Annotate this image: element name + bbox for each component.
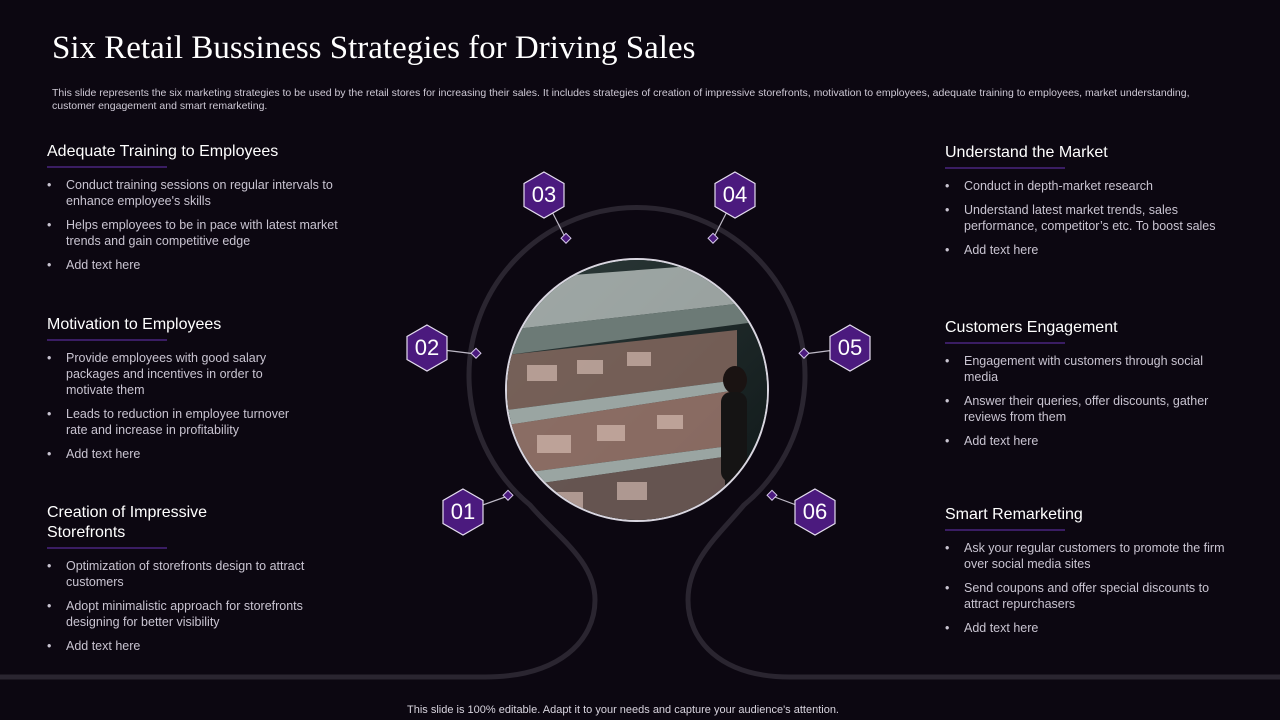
- connector-dot-04: [707, 232, 719, 244]
- hexagon-icon: [794, 488, 836, 536]
- section-smart-remarketing: Smart Remarketing Ask your regular custo…: [945, 505, 1235, 644]
- step-badge-03: 03: [520, 171, 568, 219]
- slide-subtitle: This slide represents the six marketing …: [52, 87, 1190, 112]
- footer-note: This slide is 100% editable. Adapt it to…: [407, 704, 839, 716]
- section-heading: Understand the Market: [945, 144, 1108, 161]
- list-item: Leads to reduction in employee turnover …: [47, 406, 312, 438]
- section-heading: Customers Engagement: [945, 319, 1118, 336]
- bullet-list: Ask your regular customers to promote th…: [945, 540, 1235, 636]
- hexagon-icon: [829, 324, 871, 372]
- step-number: 03: [531, 182, 557, 207]
- bullet-list: Engagement with customers through social…: [945, 353, 1210, 449]
- section-heading: Smart Remarketing: [945, 506, 1083, 523]
- connector-dot-01: [502, 489, 514, 501]
- step-number: 01: [450, 499, 476, 524]
- step-badge-01: 01: [439, 488, 487, 536]
- list-item: Send coupons and offer special discounts…: [945, 580, 1235, 612]
- section-understand-market: Understand the Market Conduct in depth-m…: [945, 143, 1245, 266]
- bullet-list: Provide employees with good salary packa…: [47, 350, 312, 462]
- connector-dot-02: [470, 347, 482, 359]
- section-adequate-training: Adequate Training to Employees Conduct t…: [47, 142, 347, 281]
- list-item: Adopt minimalistic approach for storefro…: [47, 598, 337, 630]
- section-customers-engagement: Customers Engagement Engagement with cus…: [945, 318, 1210, 457]
- step-badge-06: 06: [791, 488, 839, 536]
- supermarket-image: [507, 260, 767, 520]
- connector-dot-03: [560, 232, 572, 244]
- list-item: Add text here: [47, 638, 337, 654]
- section-motivation: Motivation to Employees Provide employee…: [47, 315, 312, 470]
- list-item: Understand latest market trends, sales p…: [945, 202, 1245, 234]
- list-item: Ask your regular customers to promote th…: [945, 540, 1235, 572]
- step-number: 05: [837, 335, 863, 360]
- heading-underline: [47, 339, 167, 341]
- step-badge-02: 02: [403, 324, 451, 372]
- list-item: Add text here: [945, 620, 1235, 636]
- list-item: Add text here: [945, 433, 1210, 449]
- hexagon-icon: [442, 488, 484, 536]
- list-item: Engagement with customers through social…: [945, 353, 1210, 385]
- section-heading: Motivation to Employees: [47, 316, 222, 333]
- list-item: Answer their queries, offer discounts, g…: [945, 393, 1210, 425]
- step-badge-04: 04: [711, 171, 759, 219]
- list-item: Add text here: [47, 446, 312, 462]
- bullet-list: Conduct training sessions on regular int…: [47, 177, 347, 273]
- hexagon-icon: [714, 171, 756, 219]
- ring-path: [0, 205, 1280, 680]
- hexagon-icon: [406, 324, 448, 372]
- list-item: Helps employees to be in pace with lates…: [47, 217, 347, 249]
- bullet-list: Optimization of storefronts design to at…: [47, 558, 337, 654]
- list-item: Optimization of storefronts design to at…: [47, 558, 337, 590]
- hexagon-icon: [523, 171, 565, 219]
- list-item: Add text here: [945, 242, 1245, 258]
- heading-underline: [945, 342, 1065, 344]
- connector-dot-05: [798, 347, 810, 359]
- list-item: Conduct training sessions on regular int…: [47, 177, 347, 209]
- connector-dot-06: [766, 489, 778, 501]
- heading-underline: [47, 547, 167, 549]
- slide-title: Six Retail Bussiness Strategies for Driv…: [52, 30, 696, 66]
- heading-underline: [945, 167, 1065, 169]
- list-item: Conduct in depth-market research: [945, 178, 1245, 194]
- heading-underline: [945, 529, 1065, 531]
- list-item: Provide employees with good salary packa…: [47, 350, 312, 398]
- step-number: 06: [802, 499, 828, 524]
- bullet-list: Conduct in depth-market research Underst…: [945, 178, 1245, 258]
- supermarket-photo: [505, 258, 769, 522]
- list-item: Add text here: [47, 257, 347, 273]
- heading-underline: [47, 166, 167, 168]
- section-heading: Creation of Impressive Storefronts: [47, 504, 208, 541]
- section-storefronts: Creation of Impressive Storefronts Optim…: [47, 503, 337, 662]
- step-number: 04: [722, 182, 748, 207]
- section-heading: Adequate Training to Employees: [47, 143, 279, 160]
- step-number: 02: [414, 335, 440, 360]
- step-badge-05: 05: [826, 324, 874, 372]
